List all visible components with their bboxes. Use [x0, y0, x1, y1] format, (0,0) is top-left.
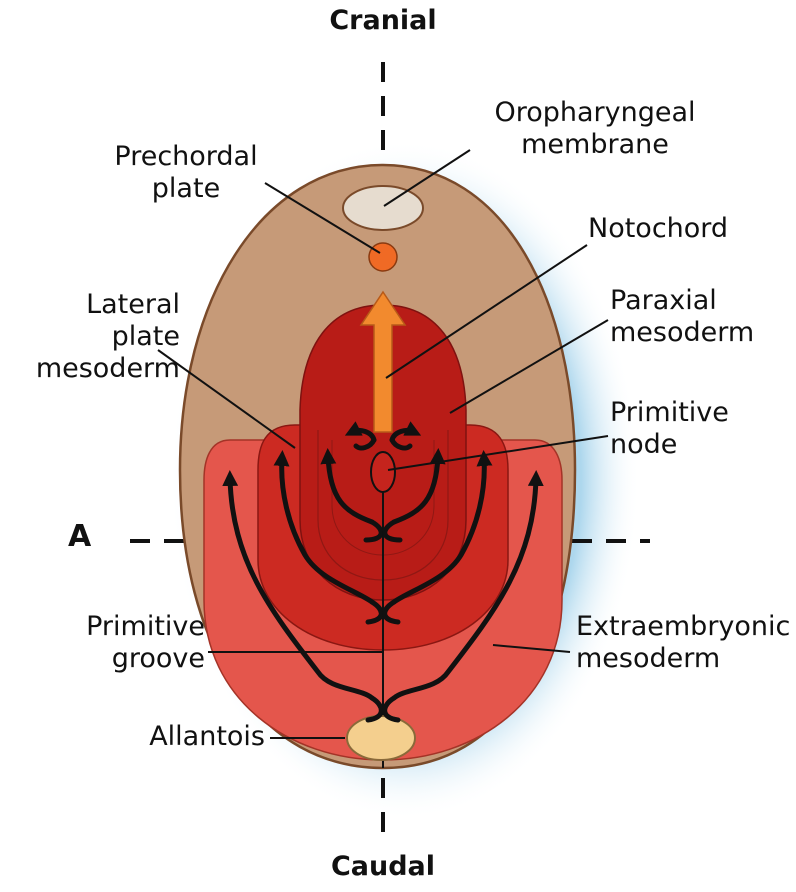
caudal-label: Caudal — [323, 851, 443, 883]
prechordal-plate-label: Prechordal plate — [96, 141, 276, 205]
cranial-label: Cranial — [323, 5, 443, 37]
allantois — [347, 716, 415, 760]
paraxial-mesoderm-label: Paraxial mesoderm — [610, 285, 754, 349]
oropharyngeal-membrane-label: Oropharyngeal membrane — [480, 97, 710, 161]
primitive-groove-label: Primitive groove — [20, 611, 205, 675]
notochord-label: Notochord — [588, 213, 728, 245]
lateral-plate-mesoderm-label: Lateral plate mesoderm — [20, 289, 180, 385]
prechordal-plate — [369, 243, 397, 271]
section-label: A — [68, 521, 91, 553]
oropharyngeal-membrane — [343, 186, 423, 230]
primitive-node — [371, 452, 395, 492]
primitive-node-label: Primitive node — [610, 397, 729, 461]
extraembryonic-mesoderm-label: Extraembryonic mesoderm — [576, 611, 790, 675]
allantois-label: Allantois — [60, 721, 265, 753]
